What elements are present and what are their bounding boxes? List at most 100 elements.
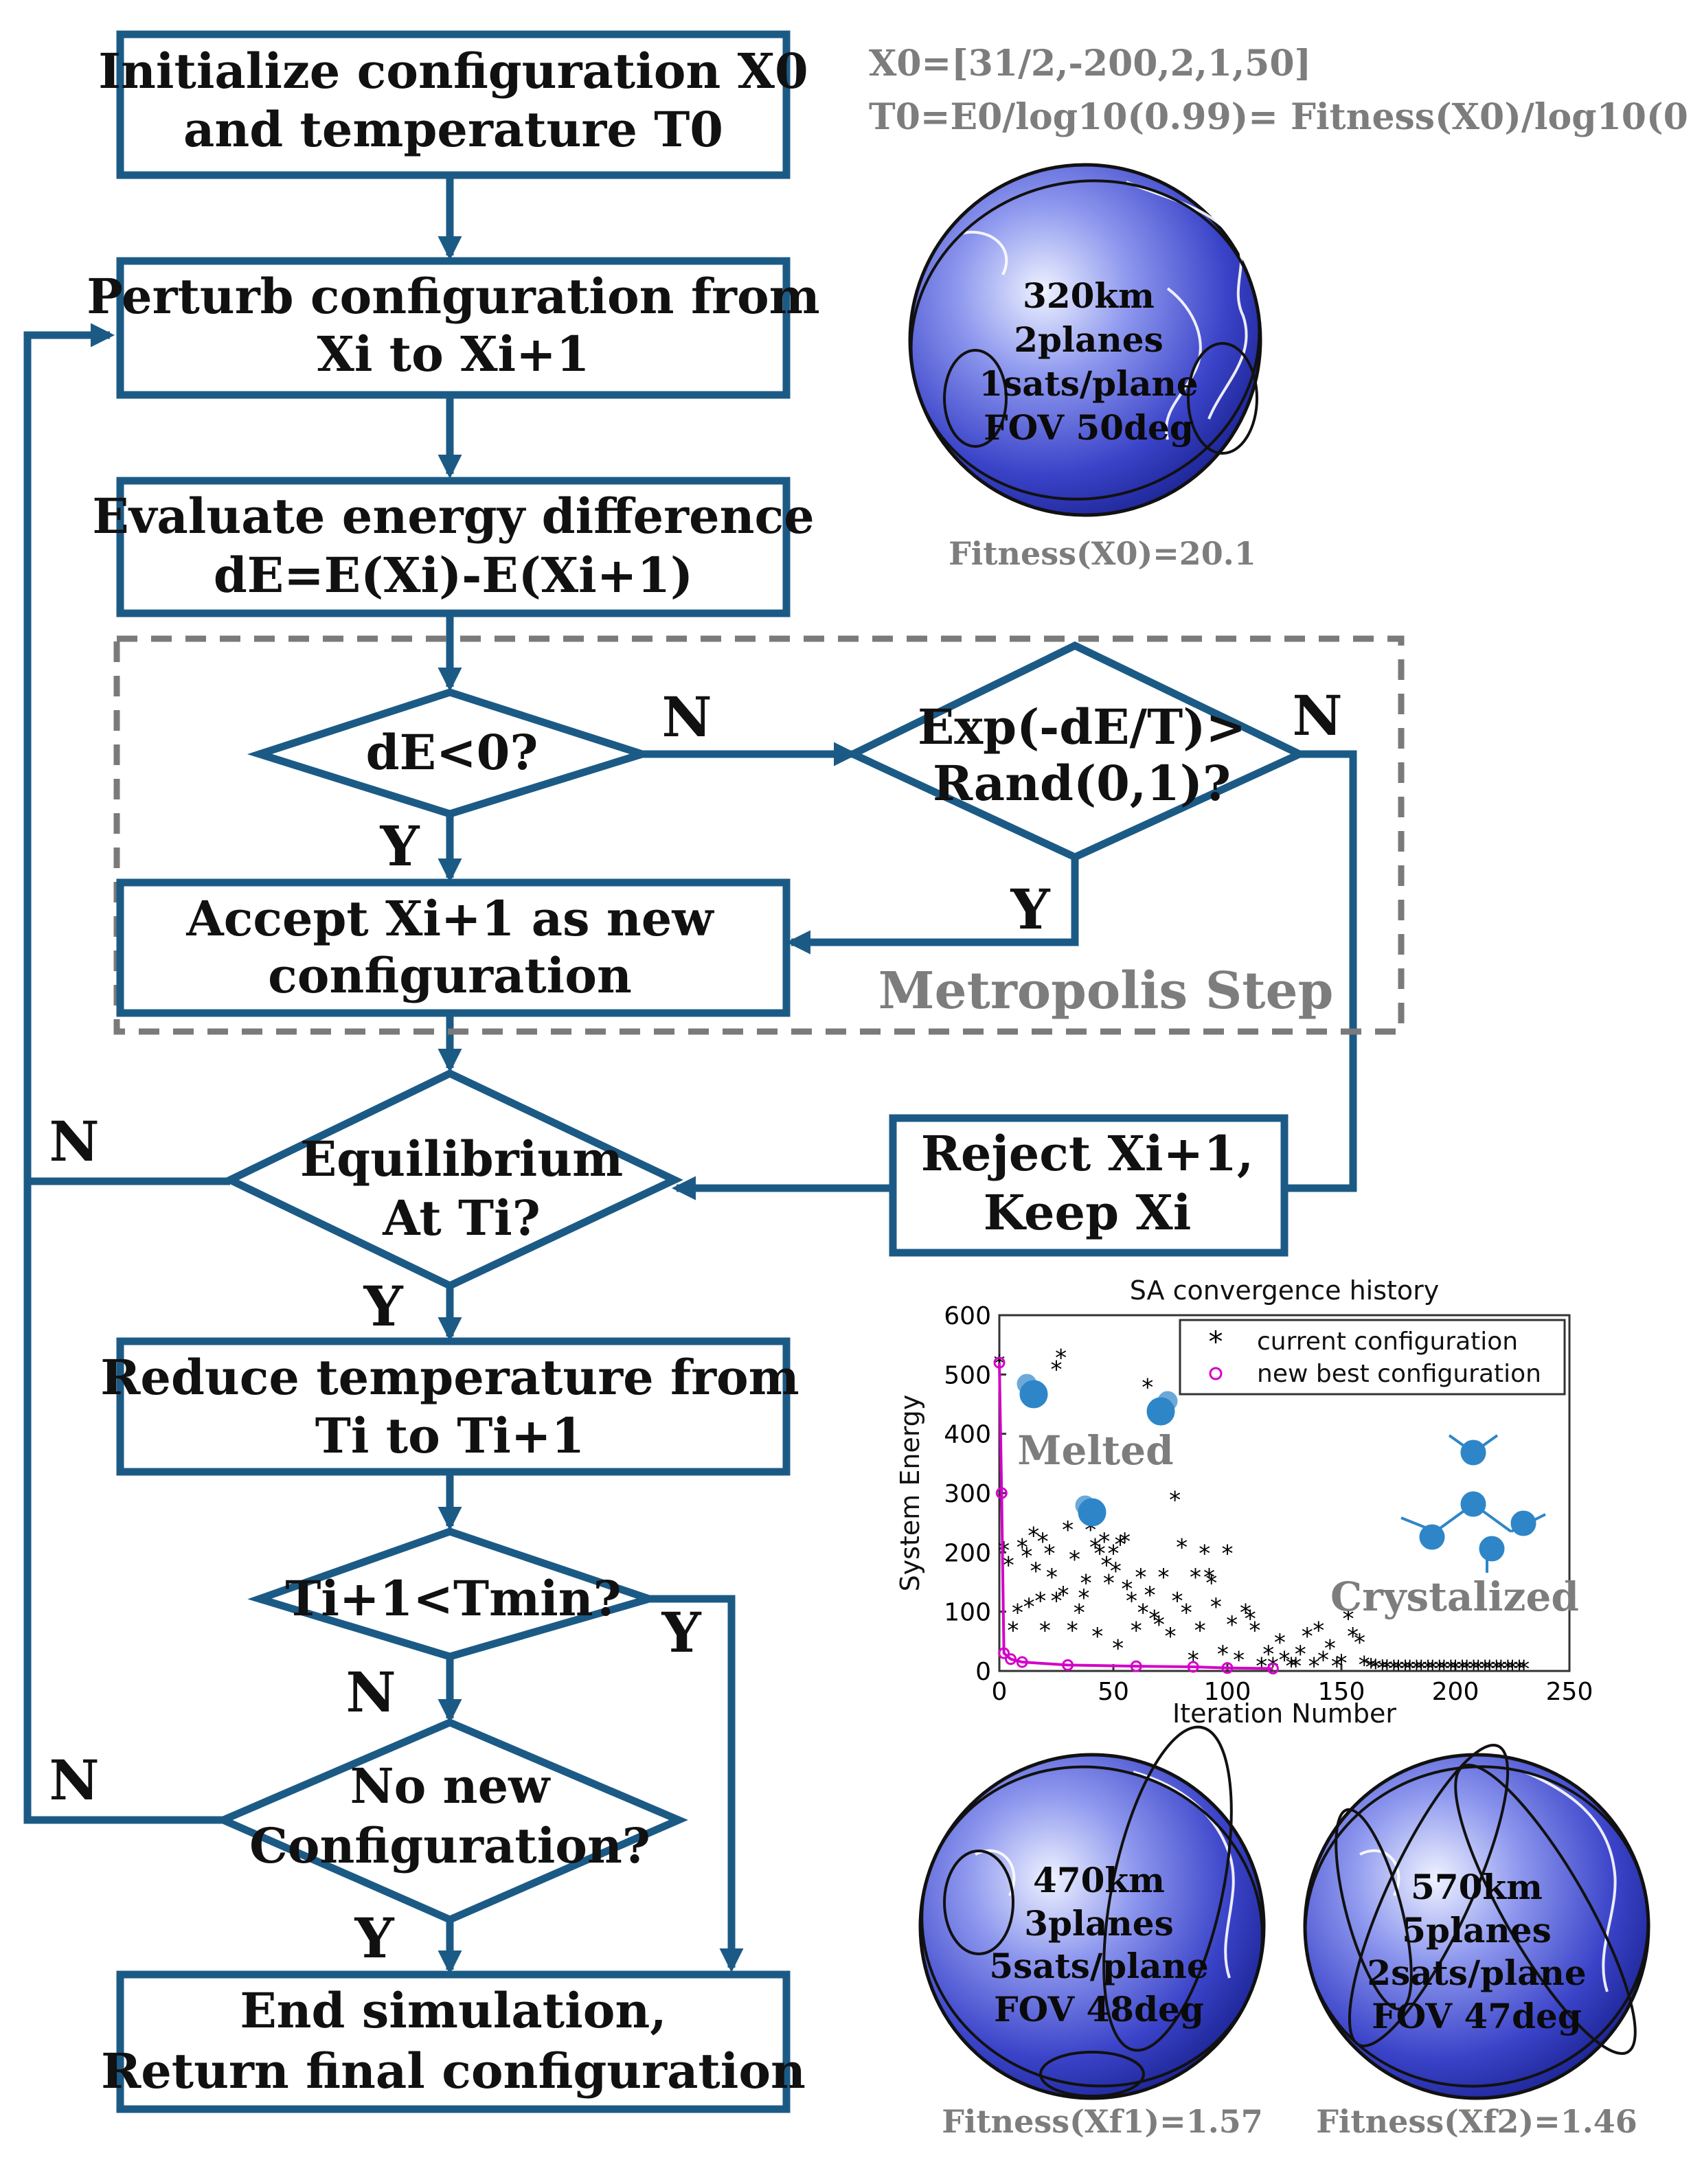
current-config-point: * (1074, 1600, 1085, 1627)
decision-tmin-label: Ti+1<Tmin? (285, 1570, 621, 1627)
current-config-point: * (1101, 1552, 1113, 1580)
current-config-point: * (1203, 1564, 1215, 1591)
current-config-point: * (1078, 1584, 1089, 1612)
fitness-final1: Fitness(Xf1)=1.57 (942, 2103, 1262, 2140)
current-config-point: * (1044, 1540, 1056, 1567)
perturb-line2: Xi to Xi+1 (317, 326, 590, 383)
current-config-point: * (1507, 1656, 1519, 1683)
current-config-point: * (1199, 1540, 1210, 1567)
decision-exp-line2: Rand(0,1)? (933, 755, 1231, 812)
evaluate-line1: Evaluate energy difference (92, 488, 814, 545)
chart-title: SA convergence history (1130, 1275, 1440, 1306)
accept-box (116, 878, 791, 1017)
metropolis-step-label: Metropolis Step (878, 962, 1334, 1021)
end-box (116, 1970, 791, 2113)
current-config-point: * (1370, 1654, 1381, 1682)
current-config-point: * (1302, 1623, 1313, 1650)
current-config-point: * (1165, 1623, 1177, 1650)
current-config-point: * (1181, 1600, 1192, 1627)
current-config-point: * (1030, 1558, 1042, 1585)
label-y-noconfig: Y (354, 1906, 394, 1970)
current-config-point: * (1262, 1641, 1274, 1668)
y-tick-label: 0 (975, 1658, 991, 1686)
current-config-point: * (1256, 1652, 1267, 1680)
annotation-melted: Melted (1017, 1427, 1173, 1474)
current-config-point: * (1144, 1582, 1156, 1609)
current-config-point: * (1445, 1656, 1457, 1683)
decision-tmin-diamond (247, 1527, 662, 1661)
globe-final1-fov: FOV 48deg (994, 1989, 1204, 2029)
current-config-point: * (1158, 1564, 1170, 1591)
current-config-point: * (1119, 1528, 1131, 1556)
current-config-point: * (1427, 1656, 1438, 1683)
chart-xlabel: Iteration Number (1172, 1698, 1396, 1729)
current-config-point: * (1317, 1647, 1329, 1674)
metropolis-step-region (113, 635, 1405, 1035)
decision-equilibrium-diamond (221, 1069, 683, 1290)
current-config-point: * (1089, 1534, 1101, 1562)
current-config-point: * (1461, 1656, 1473, 1683)
label-y-exp: Y (1010, 877, 1050, 942)
label-y-de: Y (379, 814, 420, 878)
current-config-point: * (1308, 1652, 1320, 1680)
current-config-point: * (1359, 1652, 1370, 1679)
current-config-point: * (1091, 1623, 1103, 1650)
evaluate-box (116, 477, 791, 617)
current-config-point: * (1347, 1623, 1359, 1650)
x-tick-label: 150 (1318, 1678, 1365, 1706)
current-config-point: * (1034, 1587, 1046, 1615)
current-config-point: * (1399, 1656, 1411, 1683)
reduce-box (116, 1337, 791, 1476)
best-config-point (1221, 1662, 1234, 1674)
current-config-point: * (1331, 1652, 1343, 1680)
x0-definition: X0=[31/2,-200,2,1,50] (869, 43, 1311, 84)
current-config-point: * (1126, 1587, 1137, 1615)
current-config-point: * (1473, 1656, 1484, 1683)
globe-initial: 320km 2planes 1sats/plane FOV 50deg (908, 163, 1262, 517)
globe-final2-altitude: 570km (1411, 1867, 1543, 1907)
current-config-point: * (1194, 1617, 1206, 1645)
current-config-point: * (1416, 1656, 1427, 1683)
current-config-point: * (1114, 1531, 1126, 1558)
current-config-point: * (1381, 1655, 1393, 1683)
current-config-point: * (1495, 1656, 1507, 1683)
y-tick-label: 100 (944, 1599, 991, 1627)
current-config-point: * (1450, 1656, 1462, 1683)
current-config-point: * (1037, 1528, 1049, 1556)
accept-line2: configuration (268, 947, 632, 1004)
chart-legend: * current configuration new best configu… (1179, 1319, 1566, 1396)
current-config-point: * (1484, 1656, 1495, 1683)
current-config-point: * (1017, 1534, 1028, 1562)
globe-final2-planes: 5planes (1402, 1910, 1551, 1950)
evaluate-line2: dE=E(Xi)-E(Xi+1) (214, 547, 693, 604)
decision-noconfig-line1: No new (350, 1758, 551, 1815)
current-config-point: * (1135, 1564, 1146, 1591)
fitness-initial: Fitness(X0)=20.1 (949, 535, 1256, 572)
reject-line2: Keep Xi (984, 1184, 1192, 1241)
label-n-tmin: N (345, 1660, 396, 1725)
current-config-point: * (1210, 1593, 1222, 1621)
current-config-point: * (1112, 1635, 1124, 1662)
best-config-point (998, 1647, 1010, 1659)
current-config-point: * (1411, 1656, 1422, 1683)
current-config-point: * (1479, 1656, 1491, 1683)
globe-final1-altitude: 470km (1033, 1860, 1165, 1900)
y-tick-label: 500 (944, 1361, 991, 1389)
current-config-point: * (1422, 1656, 1434, 1683)
current-config-point: * (1051, 1356, 1063, 1384)
current-config-point: * (1055, 1344, 1067, 1372)
reject-line1: Reject Xi+1, (921, 1125, 1254, 1182)
best-config-point (1016, 1656, 1028, 1668)
legend-current: current configuration (1257, 1328, 1518, 1356)
annotation-crystalized: Crystalized (1330, 1573, 1579, 1620)
current-config-point: * (1295, 1641, 1306, 1668)
current-config-point: * (1028, 1522, 1039, 1549)
globe-initial-altitude: 320km (1023, 275, 1155, 316)
current-config-point: * (1290, 1652, 1302, 1680)
current-config-point: * (1110, 1558, 1122, 1585)
current-config-point: * (1342, 1605, 1354, 1633)
flowchart-connectors (23, 177, 1357, 1975)
current-config-point: * (1490, 1656, 1502, 1683)
current-config-point: * (1021, 1543, 1032, 1571)
decision-equilibrium-line2: At Ti? (382, 1190, 540, 1247)
